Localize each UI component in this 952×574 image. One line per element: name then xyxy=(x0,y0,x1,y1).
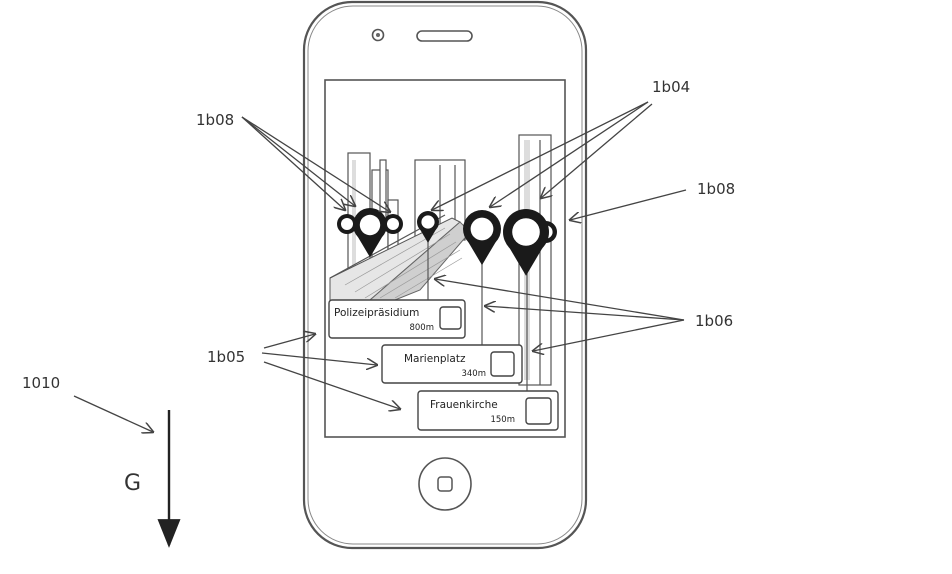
poi-card-name: Frauenkirche xyxy=(430,399,498,411)
ref-1b05: 1b05 xyxy=(207,348,245,366)
home-button-icon[interactable] xyxy=(418,457,472,511)
map-pins xyxy=(337,208,557,276)
ref-1b06: 1b06 xyxy=(695,312,733,330)
map-pin-icon[interactable] xyxy=(417,211,439,243)
map-pin-icon[interactable] xyxy=(337,214,357,234)
poi-card[interactable]: Marienplatz 340m xyxy=(381,344,523,384)
pin-stems xyxy=(427,236,528,393)
gravity-label: G xyxy=(124,471,141,496)
poi-card[interactable]: Frauenkirche 150m xyxy=(417,390,559,431)
ref-1b08-left: 1b08 xyxy=(196,111,234,129)
poi-card-distance: 340m xyxy=(461,369,486,379)
ref-1010: 1010 xyxy=(22,374,60,392)
poi-card-distance: 150m xyxy=(490,415,515,425)
camera-icon xyxy=(371,28,385,42)
ref-1b08-right: 1b08 xyxy=(697,180,735,198)
poi-card-distance: 800m xyxy=(409,323,434,333)
checkbox-icon[interactable] xyxy=(439,306,462,330)
map-pin-icon[interactable] xyxy=(383,214,403,234)
checkbox-icon[interactable] xyxy=(490,351,515,377)
leader-lines xyxy=(73,101,687,432)
poi-card-name: Polizeipräsidium xyxy=(334,307,419,319)
poi-card[interactable]: Polizeipräsidium 800m xyxy=(328,299,466,339)
checkbox-icon[interactable] xyxy=(525,397,552,425)
map-pin-icon[interactable] xyxy=(463,210,501,266)
map-pin-icon[interactable] xyxy=(503,209,549,276)
poi-card-name: Marienplatz xyxy=(404,353,466,365)
speaker-slot-icon xyxy=(416,30,473,42)
ref-1b04: 1b04 xyxy=(652,78,690,96)
map-pin-icon[interactable] xyxy=(353,208,387,258)
